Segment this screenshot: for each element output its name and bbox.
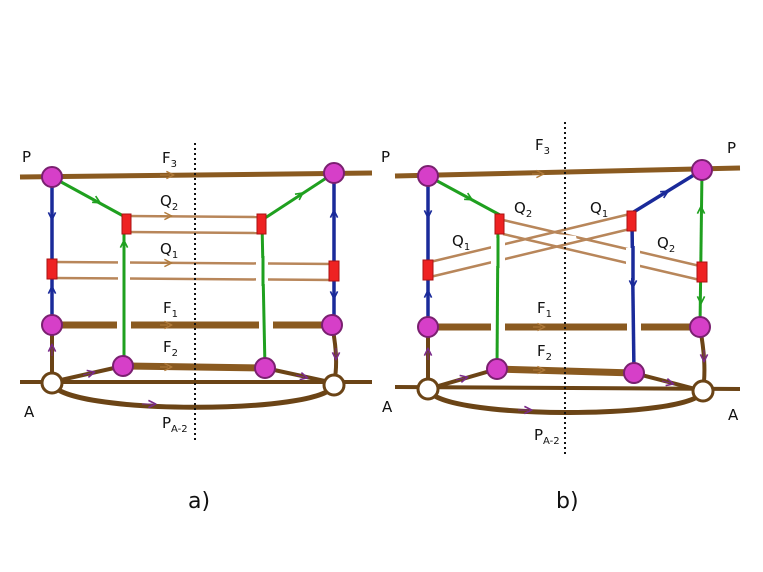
vertex-f2-left (112, 355, 134, 377)
label-p-left-b: P (381, 148, 390, 166)
arrow-green-left-diag-b (461, 194, 469, 198)
vertex-f1-left-b (417, 316, 439, 338)
vertex-a-left (40, 371, 64, 395)
line-green-left-diag (51, 175, 128, 220)
label-p: P (22, 148, 31, 166)
label-p-right-b: P (727, 139, 736, 157)
label-f3-b: F3 (535, 136, 550, 157)
vertex-a-right (322, 373, 346, 397)
arrow-a-left-b (455, 378, 464, 380)
vertex-f1-left (41, 314, 63, 336)
box-q2-right-b (696, 261, 708, 283)
line-f2-b (496, 365, 635, 377)
arrow-blue-right-diag-b (657, 193, 665, 197)
label-f3: F3 (162, 149, 177, 170)
vertex-f2-left-b (486, 358, 508, 380)
line-green-right-vert (260, 221, 267, 369)
line-blue-right-diag-b (631, 168, 703, 215)
label-a: A (24, 403, 35, 421)
label-q1-right-b: Q1 (590, 199, 608, 220)
box-q2-right (256, 213, 267, 235)
box-q1-right (328, 260, 340, 282)
caption-b: b) (556, 489, 579, 514)
label-q1-left-b: Q1 (452, 232, 470, 253)
label-f2-b: F2 (537, 342, 552, 363)
line-q2-bottom (126, 230, 263, 235)
arrow-a-right (295, 375, 304, 377)
vertex-a-left-b (416, 377, 440, 401)
line-f2 (122, 362, 266, 372)
line-blue-right-vert-b (630, 221, 636, 374)
label-f1-b: F1 (537, 299, 552, 320)
vertex-p-right (323, 162, 345, 184)
line-q2-cross-top (502, 218, 701, 268)
label-q1: Q1 (160, 240, 178, 261)
line-q1-bottom (51, 276, 335, 282)
line-q1-cross-bottom (429, 227, 631, 279)
diagram-a: P A F3 Q2 Q1 F1 F2 PA-2 a) (19, 143, 373, 514)
vertex-p-left (41, 166, 63, 188)
label-a-right-b: A (728, 406, 739, 424)
line-green-right-vert-b (698, 169, 704, 328)
vertex-f1-right-b (689, 316, 711, 338)
box-q2-left-b (494, 213, 505, 235)
line-pa2 (49, 381, 337, 410)
vertex-f2-right-b (623, 362, 645, 384)
arrow-a-left (82, 373, 91, 375)
arrow-green-left-diag (89, 197, 97, 201)
diagram-b: P P A A F3 Q2 Q1 Q1 Q2 F1 F2 PA-2 b) (381, 122, 741, 514)
box-q1-left-b (422, 259, 434, 281)
line-q1-top (51, 260, 335, 266)
vertex-f2-right (254, 357, 276, 379)
label-q2-left-b: Q2 (514, 199, 532, 220)
label-f2: F2 (163, 338, 178, 359)
box-q1-right-b (626, 210, 637, 232)
line-q2-cross-bottom (502, 232, 701, 282)
vertex-f1-right (321, 314, 343, 336)
vertex-a-right-b (691, 379, 715, 403)
label-f1: F1 (163, 299, 178, 320)
vertex-p-left-b (417, 165, 439, 187)
label-q2: Q2 (160, 192, 178, 213)
label-pa2: PA-2 (162, 414, 188, 435)
box-q2-left (121, 213, 132, 235)
line-q2-top (126, 214, 263, 219)
line-f3-b (394, 165, 741, 179)
label-q2-right-b: Q2 (657, 234, 675, 255)
arrow-green-right-diag (292, 195, 300, 201)
label-pa2-b: PA-2 (534, 426, 560, 447)
label-a-left-b: A (382, 398, 393, 416)
line-q1-cross-top (429, 212, 631, 264)
vertex-p-right-b (691, 159, 713, 181)
f1-gap-right (259, 318, 273, 332)
caption-a: a) (188, 489, 210, 514)
line-a-bottom-b (394, 385, 741, 391)
arrow-a-right-b (661, 381, 670, 383)
box-q1-left (46, 258, 58, 280)
